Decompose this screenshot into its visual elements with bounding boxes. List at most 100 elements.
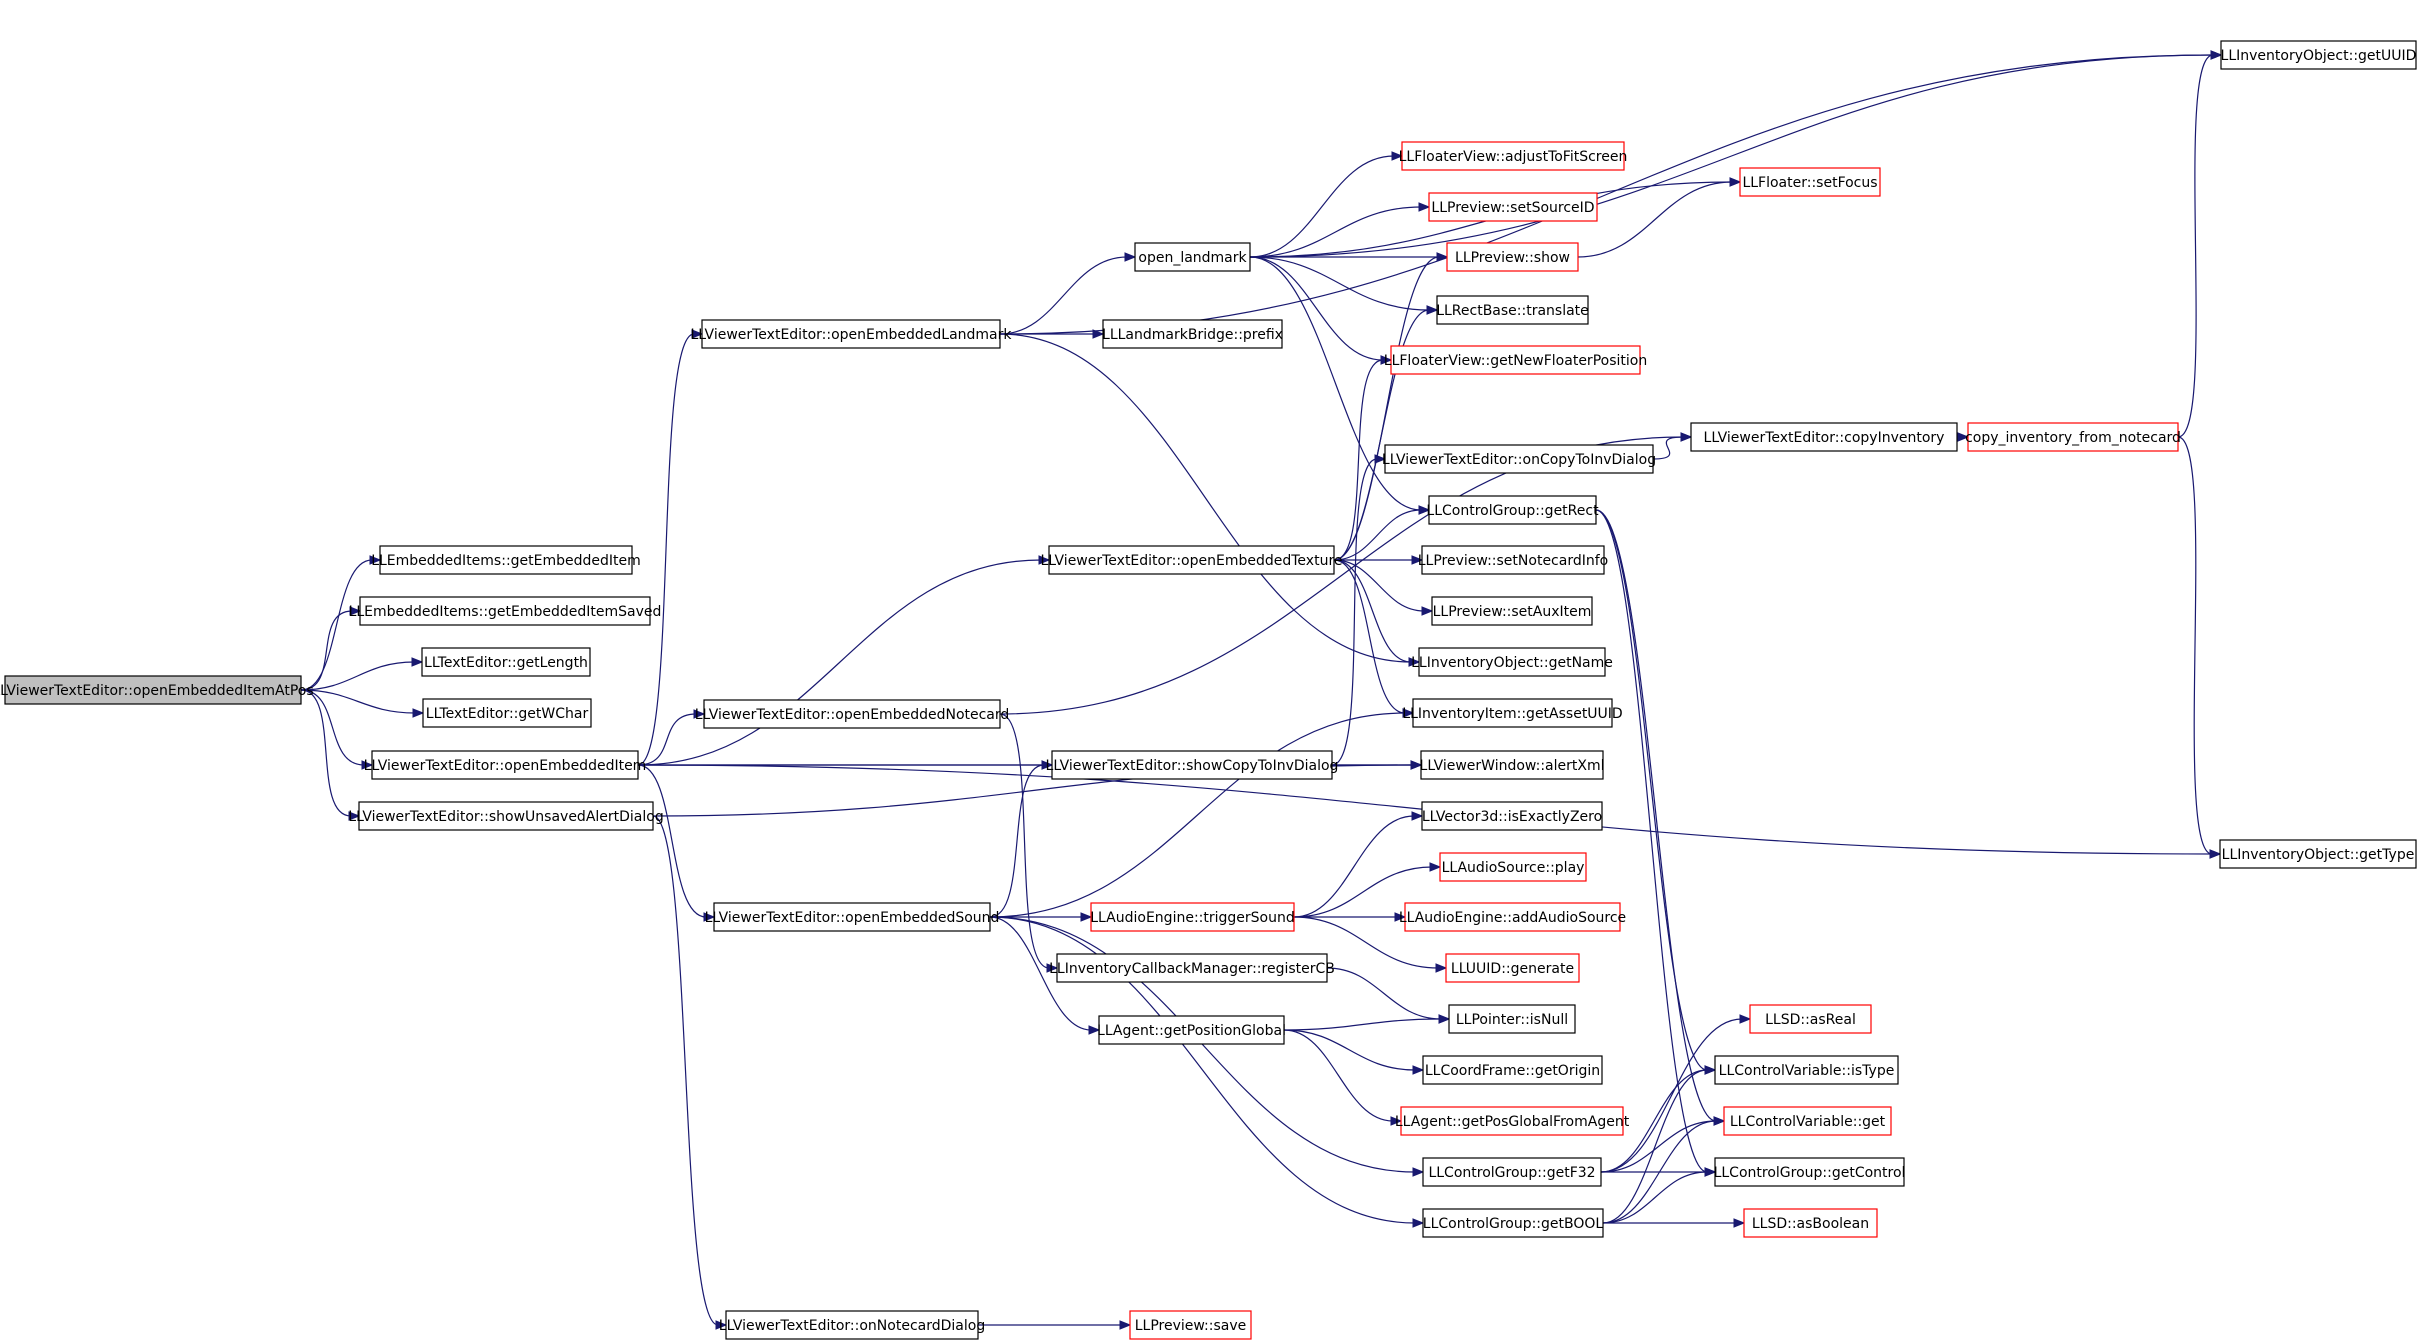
node-label: LLEmbeddedItems::getEmbeddedItem [371,553,641,569]
node-triggersound[interactable]: LLAudioEngine::triggerSound [1090,902,1295,932]
node-label: LLInventoryObject::getName [1411,655,1613,671]
node-getnewfloaterposition[interactable]: LLFloaterView::getNewFloaterPosition [1384,345,1647,375]
node-alertxml[interactable]: LLViewerWindow::alertXml [1420,750,1605,780]
node-label: LLAgent::getPosGlobalFromAgent [1395,1114,1630,1130]
edge-openEmbeddedSound-to-getAssetUUID [989,708,1415,918]
node-getposglobalfromagent[interactable]: LLAgent::getPosGlobalFromAgent [1395,1106,1630,1136]
node-label: copy_inventory_from_notecard [1965,430,2181,446]
edge-getF32-to-asReal [1600,1014,1752,1173]
node-addaudiosource[interactable]: LLAudioEngine::addAudioSource [1399,902,1626,932]
edge-root-to-openEmbeddedItem [300,689,374,770]
edge-getBOOL-to-getControl [1602,1167,1717,1224]
edge-openEmbeddedTexture-to-getRect [1333,505,1431,561]
edge-openEmbeddedItem-to-openEmbeddedNotecard [637,709,706,766]
node-show[interactable]: LLPreview::show [1446,242,1579,272]
node-cvget[interactable]: LLControlVariable::get [1723,1106,1892,1136]
node-copy-inventory-from-notecard[interactable]: copy_inventory_from_notecard [1965,422,2181,452]
node-setfocus[interactable]: LLFloater::setFocus [1739,167,1881,197]
node-prefix[interactable]: LLLandmarkBridge::prefix [1102,319,1283,349]
node-root[interactable]: LLViewerTextEditor::openEmbeddedItemAtPo… [0,675,314,705]
node-box [1428,495,1597,525]
node-label: LLUUID::generate [1451,961,1574,977]
node-label: LLViewerWindow::alertXml [1420,758,1605,774]
node-box [2220,40,2417,70]
node-box [713,902,991,932]
node-openembeddedtexture[interactable]: LLViewerTextEditor::openEmbeddedTexture [1040,545,1343,575]
node-registercb[interactable]: LLInventoryCallbackManager::registerCB [1049,953,1335,983]
node-label: LLEmbeddedItems::getEmbeddedItemSaved [349,604,662,620]
node-copyinventory[interactable]: LLViewerTextEditor::copyInventory [1690,422,1958,452]
node-getembeddeditemsaved[interactable]: LLEmbeddedItems::getEmbeddedItemSaved [349,596,662,626]
node-onnotecarddialog[interactable]: LLViewerTextEditor::onNotecardDialog [719,1310,985,1340]
node-getbool[interactable]: LLControlGroup::getBOOL [1422,1208,1604,1238]
node-box [701,319,1001,349]
node-label: LLViewerTextEditor::showUnsavedAlertDial… [348,809,663,825]
node-box [1048,545,1335,575]
edge-root-to-getEmbeddedItemSaved [300,606,362,691]
node-box [1422,1157,1602,1187]
node-isnull[interactable]: LLPointer::isNull [1448,1004,1576,1034]
node-box [358,801,654,831]
node-label: LLCoordFrame::getOrigin [1425,1063,1600,1079]
node-label: LLFloaterView::adjustToFitScreen [1399,149,1628,165]
node-getrect[interactable]: LLControlGroup::getRect [1426,495,1599,525]
node-label: LLViewerTextEditor::showCopyToInvDialog [1046,758,1339,774]
edge-getPositionGlobal-to-isNull [1283,1014,1451,1031]
node-isexactlyzero[interactable]: LLVector3d::isExactlyZero [1421,801,1603,831]
edge-openEmbeddedTexture-to-getAssetUUID [1333,559,1415,718]
node-box [1445,953,1580,983]
node-showcopytoinvdialog[interactable]: LLViewerTextEditor::showCopyToInvDialog [1046,750,1339,780]
node-getorigin[interactable]: LLCoordFrame::getOrigin [1422,1055,1603,1085]
node-getwchar[interactable]: LLTextEditor::getWChar [422,698,592,728]
node-getpositionglobal[interactable]: LLAgent::getPositionGlobal [1097,1015,1286,1045]
node-istype[interactable]: LLControlVariable::isType [1714,1055,1899,1085]
node-box [1401,141,1625,171]
node-getcontrol[interactable]: LLControlGroup::getControl [1714,1157,1906,1187]
node-setnotecardinfo[interactable]: LLPreview::setNotecardInfo [1418,545,1608,575]
node-save[interactable]: LLPreview::save [1129,1310,1252,1340]
node-box [422,698,592,728]
node-openembeddeditem[interactable]: LLViewerTextEditor::openEmbeddedItem [364,750,647,780]
node-box [1400,1106,1624,1136]
node-box [1390,345,1641,375]
node-box [1129,1310,1252,1340]
edge-show-to-setFocus [1577,177,1742,258]
node-box [1714,1055,1899,1085]
node-label: LLSD::asBoolean [1752,1216,1869,1232]
node-getf32[interactable]: LLControlGroup::getF32 [1422,1157,1602,1187]
node-oncopytoinvdialog[interactable]: LLViewerTextEditor::onCopyToInvDialog [1382,444,1656,474]
node-play[interactable]: LLAudioSource::play [1439,852,1587,882]
node-openembeddedlandmark[interactable]: LLViewerTextEditor::openEmbeddedLandmark [690,319,1012,349]
node-getassetuuid[interactable]: LLInventoryItem::getAssetUUID [1402,698,1623,728]
node-setauxitem[interactable]: LLPreview::setAuxItem [1431,596,1593,626]
node-box [1743,1208,1878,1238]
node-box [1384,444,1654,474]
edge-openEmbeddedSound-to-getBOOL [989,916,1425,1228]
node-gettype[interactable]: LLInventoryObject::getType [2219,839,2417,869]
edge-openEmbeddedSound-to-showCopyToInvDialog [989,760,1054,918]
node-box [1418,647,1606,677]
node-getuuid[interactable]: LLInventoryObject::getUUID [2220,40,2417,70]
node-showunsavedalertdialog[interactable]: LLViewerTextEditor::showUnsavedAlertDial… [348,801,664,831]
node-adjusttofitscreen[interactable]: LLFloaterView::adjustToFitScreen [1399,141,1628,171]
node-openembeddednotecard[interactable]: LLViewerTextEditor::openEmbeddedNotecard [695,699,1010,729]
node-label: LLPreview::setSourceID [1431,200,1594,216]
edge-registerCB-to-isNull [1326,967,1451,1024]
edge-getRect-to-cvget [1595,509,1726,1126]
node-asreal[interactable]: LLSD::asReal [1749,1004,1872,1034]
node-openembeddedsound[interactable]: LLViewerTextEditor::openEmbeddedSound [705,902,1000,932]
node-getname[interactable]: LLInventoryObject::getName [1411,647,1613,677]
node-open-landmark[interactable]: open_landmark [1134,242,1251,272]
node-box [1690,422,1958,452]
node-setsourceid[interactable]: LLPreview::setSourceID [1428,192,1598,222]
node-label: LLInventoryObject::getType [2222,847,2415,863]
node-getlength[interactable]: LLTextEditor::getLength [421,647,591,677]
node-label: LLPreview::show [1455,250,1570,266]
node-box [1714,1157,1905,1187]
edge-showCopyToInvDialog-to-alertXml [1331,760,1423,770]
node-getembeddeditem[interactable]: LLEmbeddedItems::getEmbeddedItem [371,545,641,575]
node-asboolean[interactable]: LLSD::asBoolean [1743,1208,1878,1238]
node-generate[interactable]: LLUUID::generate [1445,953,1580,983]
edge-triggerSound-to-generate [1293,916,1448,973]
node-translate[interactable]: LLRectBase::translate [1436,295,1589,325]
